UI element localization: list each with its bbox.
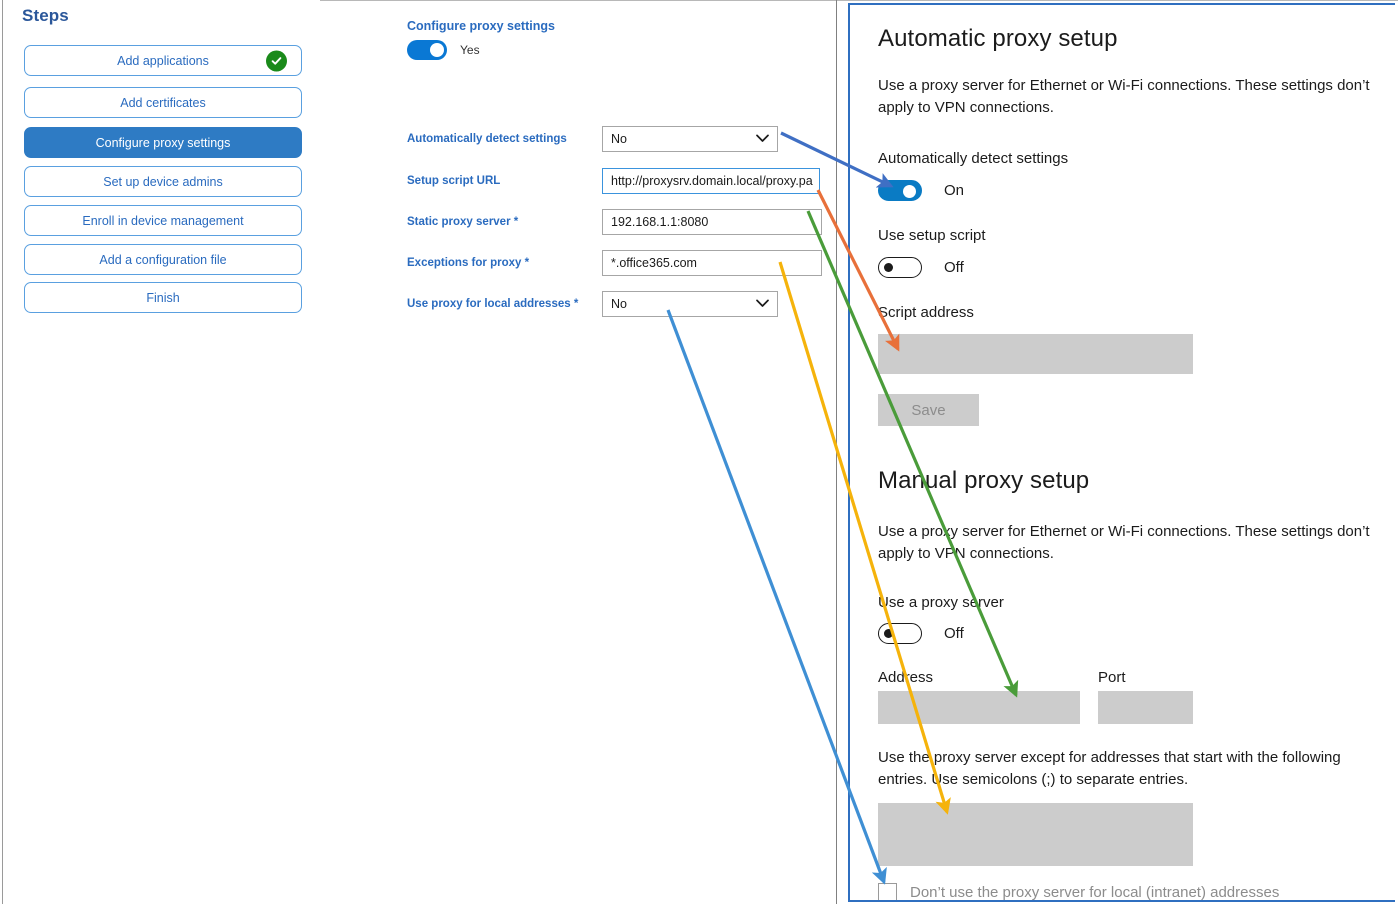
input-setup-script-url[interactable]: http://proxysrv.domain.local/proxy.pa (602, 168, 820, 194)
label-text: Exceptions for proxy (407, 257, 522, 269)
label-exceptions-for-proxy: Exceptions for proxy * (407, 257, 529, 269)
automatic-proxy-description: Use a proxy server for Ethernet or Wi-Fi… (878, 77, 1370, 116)
chevron-down-icon (756, 298, 769, 310)
configure-proxy-toggle[interactable] (407, 40, 447, 60)
script-address-input[interactable] (878, 334, 1193, 374)
label-text: Use proxy for local addresses (407, 298, 571, 310)
step-button-configure-proxy-settings[interactable]: Configure proxy settings (24, 127, 302, 158)
field-value: 192.168.1.1:8080 (611, 215, 709, 229)
top-divider (2, 0, 1398, 1)
required-asterisk: * (570, 298, 579, 310)
form-row-automatically-detect-settings: Automatically detect settings No (337, 126, 836, 152)
field-value: No (611, 132, 627, 146)
step-button-label: Finish (146, 290, 180, 305)
auto-detect-label: Automatically detect settings (878, 150, 1069, 167)
bypass-local-row[interactable]: Don’t use the proxy server for local (in… (878, 883, 1280, 901)
select-automatically-detect-settings[interactable]: No (602, 126, 778, 152)
form-row-setup-script-url: Setup script URL http://proxysrv.domain.l… (337, 168, 836, 194)
label-automatically-detect-settings: Automatically detect settings (407, 133, 567, 145)
panel-divider-line (836, 0, 837, 904)
toggle-knob (903, 185, 916, 198)
use-setup-script-toggle-row: Off (878, 257, 964, 278)
auto-detect-toggle-row: On (878, 180, 964, 201)
configure-proxy-toggle-label: Yes (460, 43, 480, 57)
bypass-local-checkbox[interactable] (878, 883, 897, 900)
label-text: Automatically detect settings (407, 133, 567, 145)
chevron-down-icon (756, 133, 769, 145)
use-setup-script-label: Use setup script (878, 227, 986, 244)
auto-detect-toggle[interactable] (878, 180, 922, 201)
label-setup-script-url: Setup script URL (407, 175, 500, 187)
step-button-label: Enroll in device management (82, 213, 244, 228)
exceptions-input[interactable] (878, 803, 1193, 866)
field-value: http://proxysrv.domain.local/proxy.pa (611, 174, 813, 188)
proxy-form-panel: Configure proxy settings Yes Automatical… (337, 0, 836, 904)
step-button-add-applications[interactable]: Add applications (24, 45, 302, 76)
input-static-proxy-server[interactable]: 192.168.1.1:8080 (602, 209, 822, 235)
port-input[interactable] (1098, 691, 1193, 724)
automatic-proxy-heading: Automatic proxy setup (878, 25, 1118, 52)
step-button-label: Add applications (117, 53, 209, 68)
port-label: Port (1098, 669, 1126, 686)
step-button-set-up-device-admins[interactable]: Set up device admins (24, 166, 302, 197)
required-asterisk: * (510, 216, 519, 228)
check-circle-icon (266, 50, 287, 71)
auto-detect-toggle-state: On (944, 182, 965, 199)
form-heading: Configure proxy settings (407, 19, 555, 33)
configure-proxy-toggle-row: Yes (407, 40, 480, 60)
form-row-static-proxy-server: Static proxy server * 192.168.1.1:8080 (337, 209, 836, 235)
step-button-add-a-configuration-file[interactable]: Add a configuration file (24, 244, 302, 275)
step-button-label: Set up device admins (103, 174, 223, 189)
use-setup-script-toggle[interactable] (878, 257, 922, 278)
save-button[interactable]: Save (878, 394, 979, 426)
label-static-proxy-server: Static proxy server * (407, 216, 518, 228)
use-setup-script-toggle-state: Off (944, 259, 964, 276)
step-button-label: Add certificates (120, 95, 206, 110)
step-button-label: Configure proxy settings (95, 135, 231, 150)
script-address-label: Script address (878, 304, 974, 321)
address-input[interactable] (878, 691, 1080, 724)
label-text: Static proxy server (407, 216, 511, 228)
step-button-label: Add a configuration file (99, 252, 227, 267)
use-proxy-server-label: Use a proxy server (878, 594, 1004, 611)
step-button-finish[interactable]: Finish (24, 282, 302, 313)
address-label: Address (878, 669, 934, 686)
exceptions-description: Use the proxy server except for addresse… (878, 749, 1341, 788)
toggle-knob (430, 43, 444, 57)
bypass-local-label: Don’t use the proxy server for local (in… (910, 884, 1280, 901)
form-row-exceptions-for-proxy: Exceptions for proxy * *.office365.com (337, 250, 836, 276)
select-use-proxy-for-local-addresses[interactable]: No (602, 291, 778, 317)
step-button-enroll-in-device-management[interactable]: Enroll in device management (24, 205, 302, 236)
form-row-use-proxy-for-local-addresses: Use proxy for local addresses * No (337, 291, 836, 317)
field-value: No (611, 297, 627, 311)
manual-proxy-description: Use a proxy server for Ethernet or Wi-Fi… (878, 523, 1370, 562)
toggle-knob (884, 629, 893, 638)
field-value: *.office365.com (611, 256, 697, 270)
steps-title: Steps (22, 6, 69, 25)
manual-proxy-heading: Manual proxy setup (878, 467, 1090, 494)
required-asterisk: * (521, 257, 530, 269)
input-exceptions-for-proxy[interactable]: *.office365.com (602, 250, 822, 276)
label-use-proxy-for-local-addresses: Use proxy for local addresses * (407, 298, 578, 310)
use-proxy-server-toggle-row: Off (878, 623, 964, 644)
left-frame-line (2, 0, 3, 904)
windows-proxy-settings-panel: Automatic proxy setup Use a proxy server… (848, 3, 1395, 902)
use-proxy-server-toggle[interactable] (878, 623, 922, 644)
step-button-add-certificates[interactable]: Add certificates (24, 87, 302, 118)
label-text: Setup script URL (407, 175, 501, 187)
use-proxy-server-toggle-state: Off (944, 625, 964, 642)
toggle-knob (884, 263, 893, 272)
